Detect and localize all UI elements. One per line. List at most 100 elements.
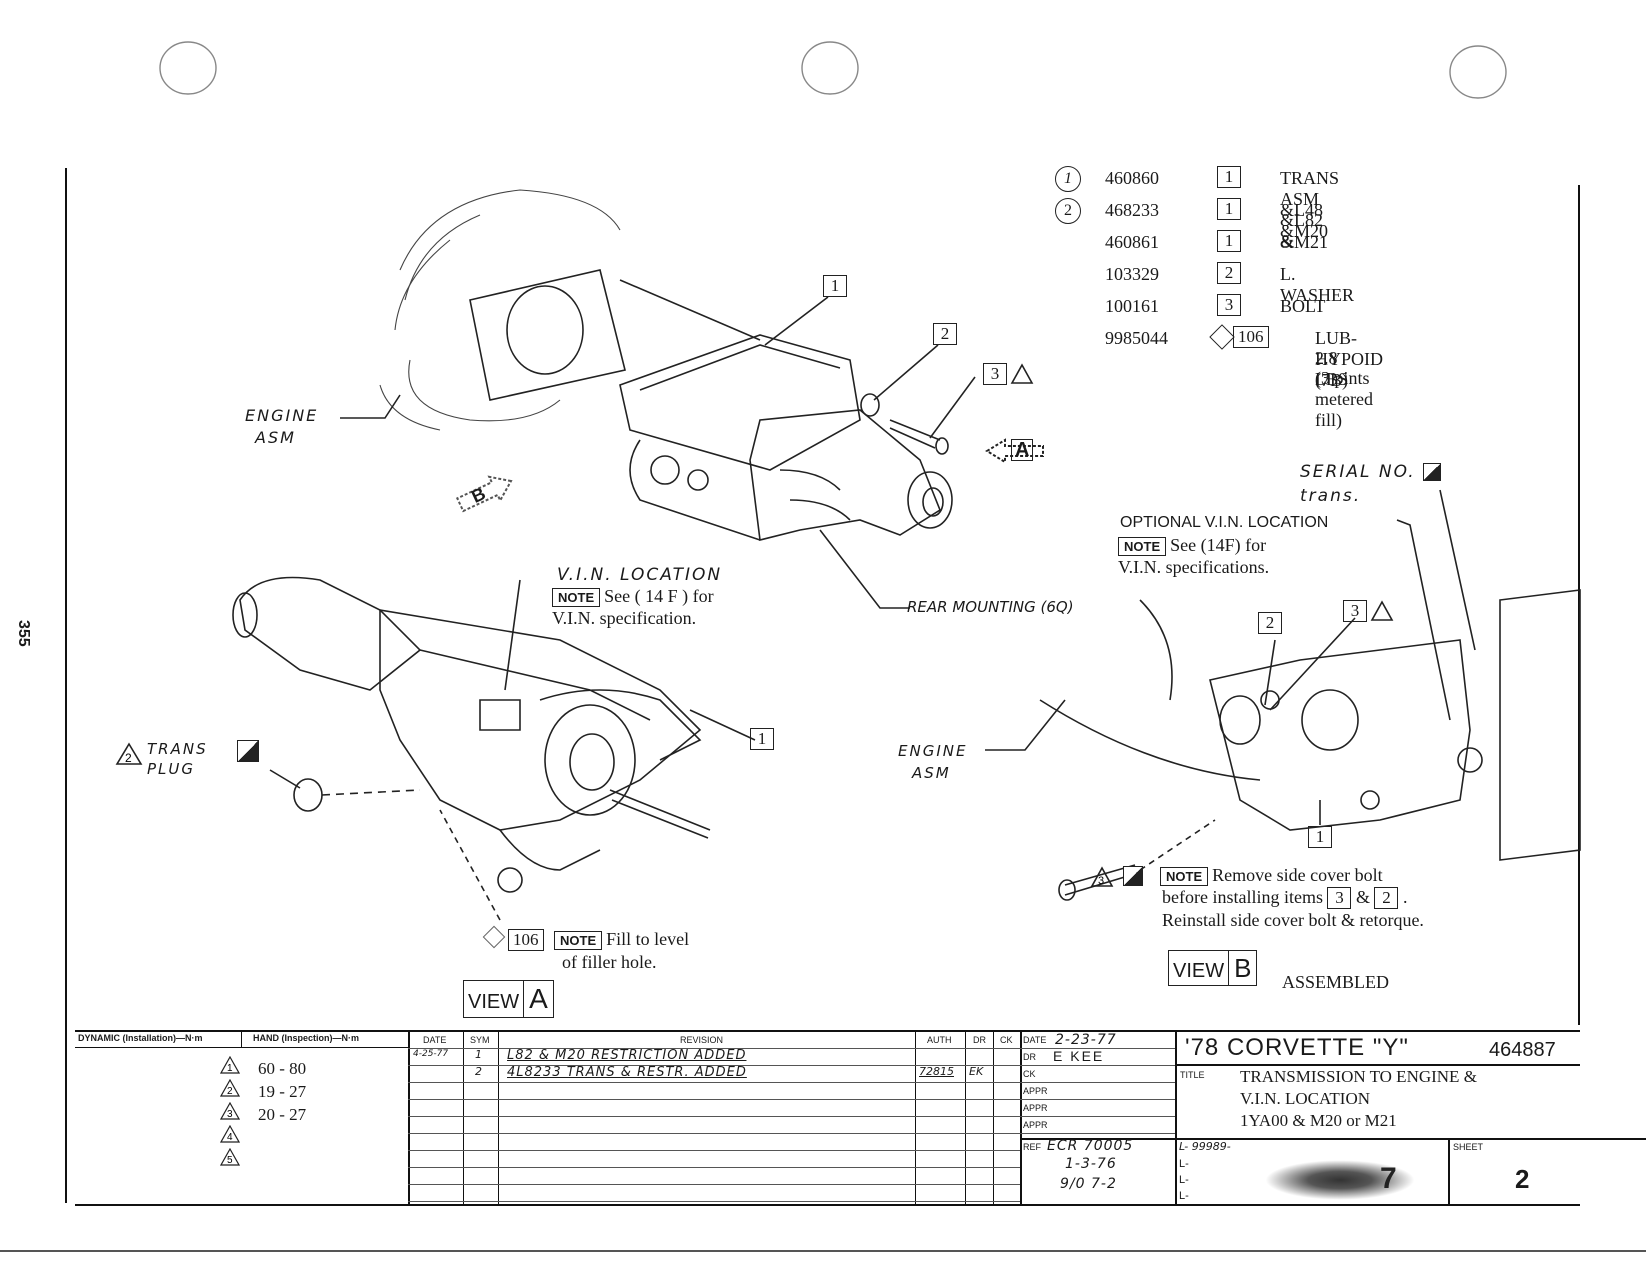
warning-triangle-icon	[1010, 363, 1034, 390]
part-number: 9985044	[1105, 328, 1168, 348]
torque-row: 4	[219, 1124, 306, 1148]
right-border	[1578, 185, 1580, 1025]
vin-note-text-2: V.I.N. specification.	[552, 608, 697, 628]
callout-1-lower: 1	[750, 728, 774, 750]
asm-label: ASM	[255, 428, 296, 447]
assembly-illustration	[232, 189, 1581, 921]
torque-row: 5	[219, 1147, 306, 1171]
part-desc-2: 2.8 LBS	[1315, 348, 1349, 389]
transmission-lower	[232, 576, 711, 893]
dynamic-header: DYNAMIC (Installation)—N·m	[78, 1033, 203, 1043]
fill-note-text-2: of filler hole.	[562, 952, 657, 972]
callout-3-top: 3	[983, 363, 1007, 385]
svg-text:1: 1	[227, 1063, 233, 1074]
engine-label: ENGINE	[245, 406, 319, 425]
part-desc-3: (3 pints metered fill)	[1315, 368, 1373, 430]
part-number: 103329	[1105, 264, 1159, 284]
engine-asm-label-right: ENGINE ASM	[898, 740, 967, 784]
appr-label-1: APPR	[1023, 1086, 1048, 1096]
note-tag: NOTE	[552, 588, 601, 607]
dr-label: DR	[1023, 1052, 1036, 1062]
vin-note-text: See ( 14 F ) for	[604, 586, 714, 606]
car-title: '78 CORVETTE "Y"	[1185, 1034, 1409, 1061]
torque-4-triangle-icon: 4	[219, 1124, 244, 1148]
title-block: DYNAMIC (Installation)—N·m HAND (Inspect…	[75, 1030, 1646, 1206]
transmission-top	[619, 334, 953, 541]
leader-optional-vin	[1396, 519, 1451, 721]
revision-1-text: L82 & M20 RESTRICTION ADDED	[507, 1048, 747, 1063]
rev-header-ck: CK	[1000, 1035, 1013, 1045]
arrow-left-icon	[985, 438, 1044, 464]
part-number: 468233	[1105, 200, 1159, 220]
callout-1-top: 1	[823, 275, 847, 297]
title-line-3: 1YA00 & M20 or M21	[1240, 1111, 1397, 1130]
remove-note-text-2: before installing items	[1162, 887, 1323, 907]
leader-vin	[504, 579, 521, 691]
remove-note-text-3: Reinstall side cover bolt & retorque.	[1162, 910, 1424, 930]
leader-2-right	[1264, 639, 1276, 706]
view-letter: B	[1228, 951, 1256, 985]
ref-value: ECR 70005	[1047, 1138, 1134, 1154]
part-number: 460860	[1105, 168, 1159, 188]
view-b-assembly	[1039, 589, 1581, 901]
leader-plate	[619, 279, 761, 341]
bellhousing-plate	[469, 269, 626, 401]
leader-serial	[1439, 489, 1476, 651]
l-number-4: L-	[1179, 1190, 1189, 1202]
leader-2-top	[873, 344, 939, 401]
revision-grid	[408, 1032, 1020, 1204]
trans-plug-label: 2 TRANS PLUG	[115, 740, 265, 784]
optional-note-text: See (14F) for	[1170, 535, 1267, 555]
half-filled-square-icon	[237, 740, 259, 762]
view-word: VIEW	[468, 991, 520, 1013]
view-letter: A	[523, 981, 553, 1017]
title-label: TITLE	[1180, 1070, 1205, 1080]
optional-note-text-2: V.I.N. specifications.	[1118, 557, 1270, 577]
ink-smudge	[1265, 1160, 1415, 1200]
vin-location-label: V.I.N. LOCATION	[557, 565, 723, 585]
bottom-rule	[0, 1250, 1646, 1252]
ck-label: CK	[1023, 1069, 1036, 1079]
leader-rear-mount	[819, 529, 910, 609]
svg-text:2: 2	[125, 751, 132, 765]
optional-vin-label: OPTIONAL V.I.N. LOCATION	[1120, 514, 1329, 531]
asm-label: ASM	[912, 764, 951, 782]
view-a-arrow-letter: A	[1011, 439, 1034, 461]
washer	[860, 393, 880, 417]
revision-2-text: 4L8233 TRANS & RESTR. ADDED	[507, 1065, 747, 1080]
trans-plug	[269, 769, 421, 812]
leader-fill	[439, 809, 501, 921]
serial-no-label: SERIAL NO. trans.	[1300, 460, 1442, 508]
qty-box: 1	[1217, 230, 1241, 252]
sheet-number: 2	[1515, 1164, 1530, 1194]
part-desc: L. WASHER	[1280, 264, 1355, 305]
torque-5-triangle-icon: 5	[219, 1147, 244, 1171]
l-number-1: L- 99989-	[1179, 1140, 1231, 1153]
torque-2-triangle-icon: 2	[219, 1078, 244, 1102]
note-tag: NOTE	[554, 931, 603, 950]
svg-text:4: 4	[227, 1132, 233, 1143]
plug-label: PLUG	[147, 760, 196, 778]
l-number-3: L-	[1179, 1174, 1189, 1186]
svg-text:3: 3	[1098, 875, 1104, 887]
torque-1-triangle-icon: 1	[219, 1055, 244, 1079]
engine-block-top	[379, 189, 621, 431]
callout-circle: 1	[1055, 166, 1081, 192]
revision-1-sym: 1	[475, 1048, 484, 1061]
part-number: 100161	[1105, 296, 1159, 316]
rev-header-dr: DR	[973, 1035, 986, 1045]
rev-header-auth: AUTH	[927, 1035, 952, 1045]
leader-1-lower	[689, 709, 756, 741]
callout-circle: 2	[1055, 198, 1081, 224]
leader-engine-top	[340, 394, 401, 419]
qty-box: 1	[1217, 166, 1241, 188]
leader-1-top	[764, 296, 829, 346]
half-filled-square-icon	[1423, 463, 1442, 481]
